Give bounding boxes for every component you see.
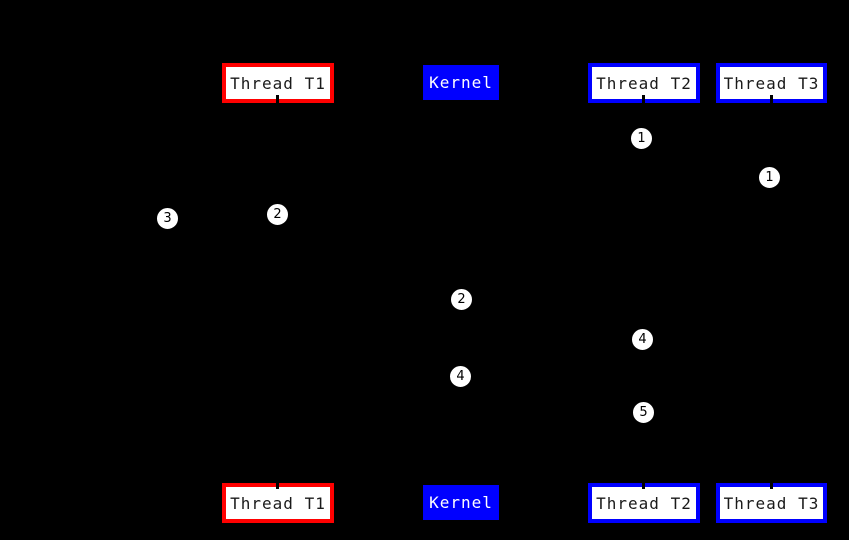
actor-box-thread-t3-top: Thread T3 [716,63,827,103]
lifeline-tick-t2-bottom [642,481,645,489]
lifeline-thread-t2 [642,101,644,485]
actor-label-thread-t1-bottom: Thread T1 [230,493,326,513]
step-marker-1-label: 1 [637,131,646,146]
step-marker-3: 3 [156,207,179,230]
lifeline-thread-t3 [770,101,772,485]
step-marker-3-label: 3 [163,211,172,226]
lifeline-tick-t3-bottom [770,481,773,489]
step-marker-2: 2 [266,203,289,226]
lifeline-tick-t1-bottom [276,481,279,489]
actor-label-thread-t1-top: Thread T1 [230,73,326,93]
step-marker-1b-label: 1 [765,170,774,185]
lifeline-tick-t3-top [770,95,773,103]
lifeline-tick-t1-top [276,95,279,103]
actor-label-kernel-top: Kernel [429,73,493,92]
step-marker-4b-label: 4 [456,369,465,384]
actor-label-thread-t3-top: Thread T3 [723,73,820,93]
step-marker-4-label: 4 [638,332,647,347]
actor-box-thread-t3-bottom: Thread T3 [716,483,827,523]
actor-label-kernel-bottom: Kernel [429,493,493,512]
step-marker-2b: 2 [450,288,473,311]
step-marker-5-label: 5 [639,405,648,420]
step-marker-2-label: 2 [273,207,282,222]
actor-box-thread-t1-bottom: Thread T1 [222,483,334,523]
step-marker-5: 5 [632,401,655,424]
actor-box-kernel-top: Kernel [423,65,499,100]
actor-label-thread-t2-bottom: Thread T2 [596,493,692,513]
step-marker-1b: 1 [758,166,781,189]
actor-label-thread-t2-top: Thread T2 [596,73,692,93]
actor-box-thread-t2-bottom: Thread T2 [588,483,700,523]
actor-box-kernel-bottom: Kernel [423,485,499,520]
step-marker-1: 1 [630,127,653,150]
step-marker-2b-label: 2 [457,292,466,307]
step-marker-4: 4 [631,328,654,351]
actor-label-thread-t3-bottom: Thread T3 [723,493,820,513]
lifeline-thread-t1 [277,101,279,485]
step-marker-4b: 4 [449,365,472,388]
lifeline-tick-t2-top [642,95,645,103]
